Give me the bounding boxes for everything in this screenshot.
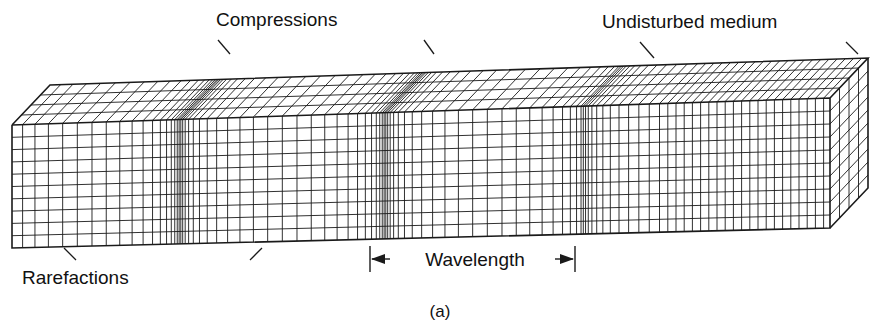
grid-line <box>12 163 830 187</box>
grid-line <box>830 175 868 215</box>
grid-line <box>12 215 830 236</box>
leader-lines <box>64 40 858 260</box>
grid-line <box>12 150 830 174</box>
subfigure-label: (a) <box>430 303 451 322</box>
leader-line <box>424 40 434 54</box>
grid-line <box>830 110 868 150</box>
grid-line <box>12 124 830 150</box>
medium-grid <box>12 58 868 248</box>
leader-line <box>640 42 654 58</box>
grid-line <box>12 137 830 162</box>
grid-line <box>12 176 830 199</box>
dimension-tick <box>369 246 370 272</box>
arrow-head <box>560 254 574 264</box>
undisturbed-label: Undisturbed medium <box>602 12 777 33</box>
grid-line <box>830 71 868 111</box>
leader-line <box>64 248 76 260</box>
grid-line <box>830 123 868 163</box>
wavelength-label: Wavelength <box>422 250 528 271</box>
rarefactions-label: Rarefactions <box>22 268 129 289</box>
leader-line <box>846 42 858 54</box>
grid-line <box>830 84 868 124</box>
bar-outline <box>830 58 868 228</box>
grid-line <box>830 136 868 176</box>
grid-line <box>830 149 868 189</box>
dimension-tick <box>574 246 575 272</box>
grid-line <box>12 111 830 137</box>
bar-outline <box>12 58 868 125</box>
leader-line <box>250 248 262 260</box>
wavelength-dimension <box>370 246 575 272</box>
bar-outline <box>12 98 830 248</box>
grid-line <box>12 202 830 223</box>
compressions-label: Compressions <box>216 10 337 31</box>
grid-line <box>830 162 868 202</box>
leader-line <box>218 40 230 54</box>
grid-line <box>41 68 859 95</box>
grid-line <box>12 189 830 211</box>
grid-line <box>830 97 868 137</box>
arrow-head <box>371 254 385 264</box>
